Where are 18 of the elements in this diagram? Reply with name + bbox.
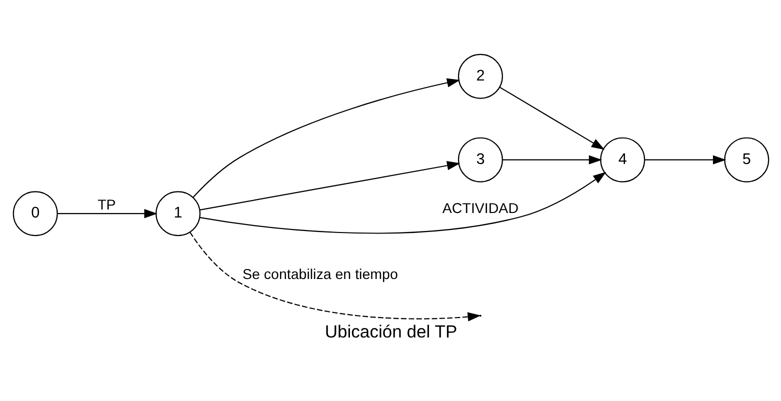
arrow	[189, 231, 480, 321]
edge-label: ACTIVIDAD	[442, 200, 518, 216]
node-circle: 3	[457, 136, 502, 182]
arrow	[199, 160, 460, 210]
node-circle: 5	[724, 136, 769, 182]
node-circle: 0	[12, 190, 58, 236]
node-circle: 1	[155, 190, 200, 236]
caption: Ubicación del TP	[324, 320, 457, 341]
arrow	[499, 86, 604, 150]
arrow	[199, 171, 606, 234]
arrow	[192, 78, 460, 198]
arrow	[56, 208, 157, 218]
node-circle: 4	[600, 136, 645, 182]
node-circle: 2	[457, 53, 502, 98]
edge-label: Se contabiliza en tiempo	[242, 266, 398, 282]
arrow	[502, 154, 602, 164]
edge-label: TP	[97, 197, 116, 214]
arrow	[644, 154, 726, 164]
